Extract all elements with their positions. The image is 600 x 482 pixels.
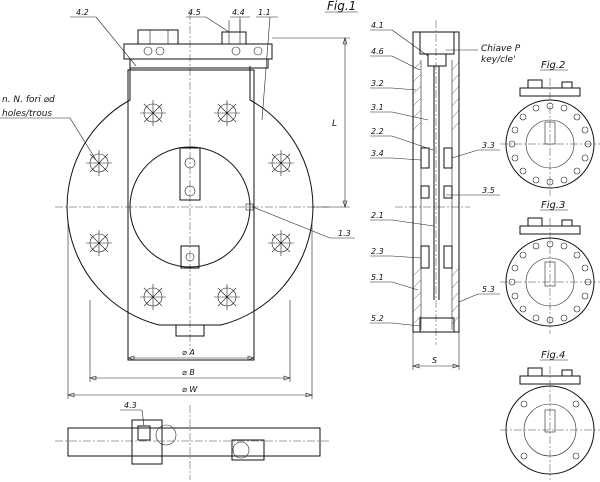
bore-circle xyxy=(129,146,251,268)
bottom-boss xyxy=(175,324,205,337)
callout-5-2: 5.2 xyxy=(371,314,384,323)
callout-3-2: 3.2 xyxy=(371,79,384,88)
dimension-b: ⌀ B xyxy=(182,368,195,377)
callout-5-1: 5.1 xyxy=(371,273,384,282)
callout-4-1: 4.1 xyxy=(371,21,384,30)
side-section xyxy=(370,20,500,370)
top-view xyxy=(55,405,330,480)
callout-4-3: 4.3 xyxy=(124,401,137,410)
holes-note-line2: holes/trous xyxy=(2,109,52,119)
callout-4-2: 4.2 xyxy=(76,8,89,17)
callout-4-5: 4.5 xyxy=(188,8,201,17)
dimension-a: ⌀ A xyxy=(182,348,195,357)
fig2-title: Fig.2 xyxy=(541,60,565,71)
callout-3-5: 3.5 xyxy=(482,186,495,195)
callout-1-3: 1.3 xyxy=(338,229,351,238)
fig1-title: Fig.1 xyxy=(327,0,356,13)
callout-3-1: 3.1 xyxy=(371,103,384,112)
labels: Fig.1 Fig.2 Fig.3 Fig.4 4.2 4.5 4.4 1.1 … xyxy=(2,0,565,410)
callout-4-4: 4.4 xyxy=(232,8,245,17)
callout-1-1: 1.1 xyxy=(258,8,271,17)
dimension-l: L xyxy=(332,119,337,129)
callout-4-6: 4.6 xyxy=(371,47,384,56)
callout-3-3: 3.3 xyxy=(482,141,495,150)
fig3-view xyxy=(500,209,600,334)
key-note-line1: Chiave P xyxy=(481,44,521,54)
dimension-s: S xyxy=(432,356,437,365)
callout-2-1: 2.1 xyxy=(371,211,384,220)
fig4-title: Fig.4 xyxy=(541,350,565,361)
gate-plate xyxy=(127,69,255,361)
key-note-line2: key/cle' xyxy=(481,55,516,65)
fig3-title: Fig.3 xyxy=(541,200,565,211)
dimension-w: ⌀ W xyxy=(182,385,198,394)
front-view xyxy=(0,11,358,399)
fig2-view xyxy=(500,69,600,196)
holes-note-line1: n. N. fori ⌀d xyxy=(2,95,55,105)
bolt-holes xyxy=(86,100,294,310)
callout-2-2: 2.2 xyxy=(371,127,384,136)
callout-5-3: 5.3 xyxy=(482,285,495,294)
top-view-body xyxy=(67,427,321,457)
callout-3-4: 3.4 xyxy=(371,149,384,158)
top-bracket xyxy=(123,43,273,60)
fig4-view xyxy=(500,359,600,480)
callout-2-3: 2.3 xyxy=(371,247,384,256)
